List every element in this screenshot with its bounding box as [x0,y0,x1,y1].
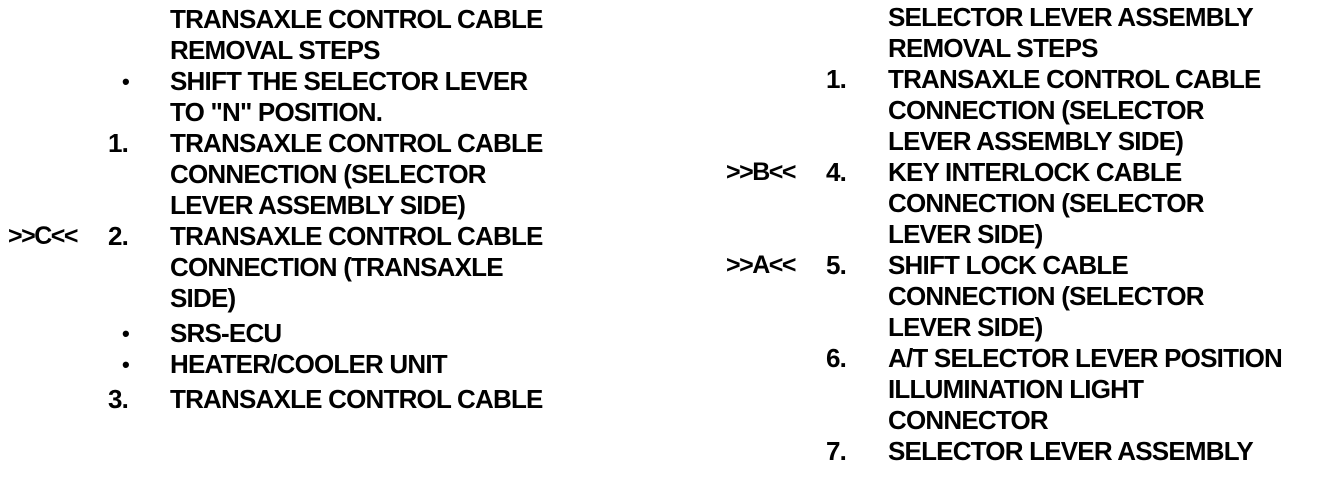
procedure-step: 1. TRANSAXLE CONTROL CABLE CONNECTION (S… [8,128,648,221]
step-text-line: CONNECTOR [888,405,1049,435]
step-text-line: CONNECTION (SELECTOR [170,159,487,189]
step-text-line: CONNECTION (SELECTOR [888,95,1205,125]
step-number: 7. [826,436,847,466]
step-text: TRANSAXLE CONTROL CABLE CONNECTION (TRAN… [170,221,648,314]
step-text-line: ILLUMINATION LIGHT [888,374,1144,404]
step-text-line: TRANSAXLE CONTROL CABLE [888,64,1261,94]
transaxle-control-cable-procedure: TRANSAXLE CONTROL CABLE REMOVAL STEPS • … [8,4,648,415]
anchor-marker-b: >>B<< [726,158,796,186]
bullet-icon: • [122,321,130,346]
step-text: TRANSAXLE CONTROL CABLE CONNECTION (SELE… [888,64,1326,157]
step-text-line: CONNECTION (SELECTOR [888,188,1205,218]
procedure-step: 1. TRANSAXLE CONTROL CABLE CONNECTION (S… [726,64,1326,157]
procedure-step: 7. SELECTOR LEVER ASSEMBLY [726,436,1326,467]
step-text-line: LEVER SIDE) [888,219,1043,249]
step-text: SELECTOR LEVER ASSEMBLY [888,436,1326,467]
procedure-step: • SRS-ECU [8,318,648,349]
procedure-step: • SHIFT THE SELECTOR LEVER TO "N" POSITI… [8,66,648,128]
step-text-line: SELECTOR LEVER ASSEMBLY [888,436,1254,466]
step-number: 3. [108,384,129,414]
step-text-line: TO "N" POSITION. [170,97,383,127]
step-text-line: CONNECTION (TRANSAXLE [170,252,504,282]
step-text: SHIFT LOCK CABLE CONNECTION (SELECTOR LE… [888,250,1326,343]
procedure-step: >>B<< 4. KEY INTERLOCK CABLE CONNECTION … [726,157,1326,250]
step-text-line: SIDE) [170,283,236,313]
step-text-line: A/T SELECTOR LEVER POSITION [888,343,1283,373]
step-text: SHIFT THE SELECTOR LEVER TO "N" POSITION… [170,66,648,128]
step-text-line: LEVER ASSEMBLY SIDE) [170,190,466,220]
step-text-line: TRANSAXLE CONTROL CABLE [170,221,543,251]
step-text-line: SHIFT LOCK CABLE [888,250,1129,280]
step-number: 1. [826,64,847,94]
step-text-line: SRS-ECU [170,318,282,348]
step-number: 1. [108,128,129,158]
procedure-step: 6. A/T SELECTOR LEVER POSITION ILLUMINAT… [726,343,1326,436]
step-text: SRS-ECU [170,318,648,349]
procedure-title-line-1: TRANSAXLE CONTROL CABLE [170,4,543,34]
procedure-title-line-2: REMOVAL STEPS [888,33,1098,63]
step-text: TRANSAXLE CONTROL CABLE [170,384,648,415]
step-number: 4. [826,157,847,187]
step-text-line: KEY INTERLOCK CABLE [888,157,1182,187]
procedure-title-line-1: SELECTOR LEVER ASSEMBLY [888,2,1254,32]
procedure-step: >>A<< 5. SHIFT LOCK CABLE CONNECTION (SE… [726,250,1326,343]
selector-lever-assembly-procedure: SELECTOR LEVER ASSEMBLY REMOVAL STEPS 1.… [726,2,1326,467]
procedure-step: • HEATER/COOLER UNIT [8,349,648,380]
procedure-step: 3. TRANSAXLE CONTROL CABLE [8,384,648,415]
step-text-line: HEATER/COOLER UNIT [170,349,448,379]
anchor-marker-a: >>A<< [726,251,796,279]
step-text-line: TRANSAXLE CONTROL CABLE [170,128,543,158]
procedure-step: >>C<< 2. TRANSAXLE CONTROL CABLE CONNECT… [8,221,648,314]
bullet-icon: • [122,352,130,377]
step-text: KEY INTERLOCK CABLE CONNECTION (SELECTOR… [888,157,1326,250]
step-text: HEATER/COOLER UNIT [170,349,648,380]
procedure-title: SELECTOR LEVER ASSEMBLY REMOVAL STEPS [888,2,1326,64]
procedure-title-line-2: REMOVAL STEPS [170,35,380,65]
procedure-heading-row: TRANSAXLE CONTROL CABLE REMOVAL STEPS [8,4,648,66]
step-text-line: LEVER ASSEMBLY SIDE) [888,126,1184,156]
step-text: TRANSAXLE CONTROL CABLE CONNECTION (SELE… [170,128,648,221]
procedure-heading-row: SELECTOR LEVER ASSEMBLY REMOVAL STEPS [726,2,1326,64]
anchor-marker-c: >>C<< [8,222,78,250]
step-text-line: TRANSAXLE CONTROL CABLE [170,384,543,414]
bullet-icon: • [122,69,130,94]
step-text-line: CONNECTION (SELECTOR [888,281,1205,311]
step-number: 2. [108,221,129,251]
step-text-line: SHIFT THE SELECTOR LEVER [170,66,528,96]
step-text-line: LEVER SIDE) [888,312,1043,342]
procedure-title: TRANSAXLE CONTROL CABLE REMOVAL STEPS [170,4,648,66]
step-number: 6. [826,343,847,373]
step-text: A/T SELECTOR LEVER POSITION ILLUMINATION… [888,343,1326,436]
step-number: 5. [826,250,847,280]
